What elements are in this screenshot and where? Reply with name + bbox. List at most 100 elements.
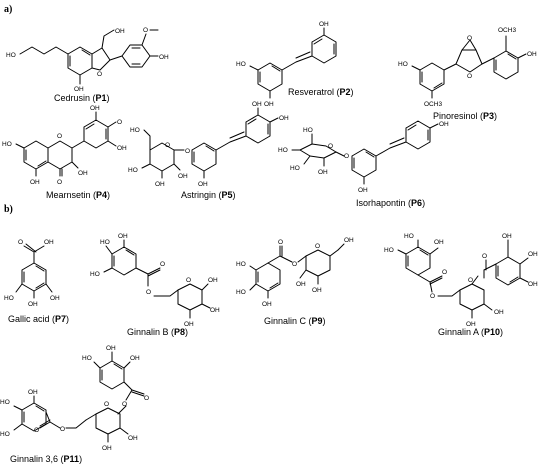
- label-oh: OH: [128, 435, 138, 442]
- structure-cedrusin: HO OH O OH O OH: [6, 27, 169, 93]
- caption-resveratrol: Resveratrol (P2): [288, 87, 354, 97]
- label-oh: OH: [106, 345, 116, 352]
- label-ho: HO: [128, 167, 138, 174]
- label-o: O: [185, 148, 190, 155]
- label-oh: OH: [252, 101, 262, 108]
- label-ho: HO: [100, 239, 110, 246]
- structure-pinoresinol: HO OCH3 O O OCH3 OH: [398, 27, 537, 108]
- label-oh: OH: [358, 187, 368, 194]
- label-oh: OH: [466, 321, 476, 328]
- label-oh: OH: [118, 233, 128, 240]
- label-oh: OH: [155, 181, 165, 188]
- label-oh: OH: [117, 145, 127, 152]
- label-oh: OH: [159, 54, 169, 61]
- label-ho: HO: [290, 165, 300, 172]
- label-oh: OH: [30, 179, 40, 186]
- label-oh: OH: [184, 321, 194, 328]
- structure-isorhapontin: HO HO HO OH O O OH OH: [278, 120, 449, 194]
- label-oh: OH: [102, 445, 112, 452]
- label-oh: OH: [528, 251, 538, 258]
- label-oh: OH: [264, 101, 274, 108]
- structure-ginnalin-a: HO HO OH O O O O OH OH OH OH OH: [384, 233, 538, 328]
- label-o: O: [467, 35, 472, 42]
- caption-ginnalin-3-6: Ginnalin 3,6 (P11): [10, 454, 82, 464]
- caption-mearnsetin: Mearnsetin (P4): [46, 190, 110, 200]
- label-o: O: [34, 427, 39, 434]
- label-ho: HO: [236, 289, 246, 296]
- label-oh: OH: [78, 170, 88, 177]
- caption-astringin: Astringin (P5): [181, 190, 236, 200]
- label-och3: OCH3: [498, 27, 516, 34]
- label-o: O: [160, 261, 165, 268]
- label-ho: HO: [4, 295, 14, 302]
- label-o: O: [143, 27, 148, 34]
- caption-isorhapontin: Isorhapontin (P6): [356, 198, 425, 208]
- label-ho: HO: [2, 141, 12, 148]
- label-o: O: [57, 133, 62, 140]
- label-oh: OH: [527, 51, 537, 58]
- label-oh: OH: [434, 239, 444, 246]
- caption-gallic-acid: Gallic acid (P7): [8, 314, 69, 324]
- label-ho: HO: [130, 127, 140, 134]
- label-ho: HO: [398, 61, 408, 68]
- label-o: O: [344, 153, 349, 160]
- label-oh: OH: [90, 105, 100, 112]
- label-o: O: [117, 119, 122, 126]
- section-label-a: a): [4, 4, 12, 15]
- label-oh: OH: [208, 277, 218, 284]
- label-ho: HO: [6, 52, 16, 59]
- label-o: O: [482, 253, 487, 260]
- label-ho: HO: [236, 61, 246, 68]
- label-oh: OH: [130, 355, 140, 362]
- label-o: O: [467, 73, 472, 80]
- label-ho: HO: [90, 271, 100, 278]
- label-o: O: [104, 401, 109, 408]
- structure-ginnalin-3-6: HO OH OH O O O OH OH O O HO OH HO: [0, 345, 149, 452]
- label-oh: OH: [262, 301, 272, 308]
- section-label-b: b): [4, 204, 13, 215]
- label-oh: OH: [319, 21, 329, 28]
- label-oh: OH: [28, 389, 38, 396]
- structure-resveratrol: HO OH OH: [236, 21, 337, 108]
- label-o: O: [146, 289, 151, 296]
- label-o: O: [442, 269, 447, 276]
- caption-cedrusin: Cedrusin (P1): [54, 93, 110, 103]
- label-ho: HO: [303, 127, 313, 134]
- label-oh: OH: [178, 173, 188, 180]
- label-oh: OH: [115, 28, 125, 35]
- label-o: O: [60, 426, 65, 433]
- label-oh: OH: [494, 309, 504, 316]
- label-oh: OH: [279, 115, 289, 122]
- label-oh: OH: [528, 281, 538, 288]
- label-oh: OH: [439, 121, 449, 128]
- label-ho: HO: [236, 261, 246, 268]
- label-oh: OH: [210, 307, 220, 314]
- label-o: O: [430, 293, 435, 300]
- label-oh: OH: [318, 169, 328, 176]
- structure-ginnalin-c: HO HO OH O O O OH OH OH: [236, 237, 354, 308]
- label-ho: HO: [278, 147, 288, 154]
- label-oh: OH: [74, 86, 84, 93]
- caption-pinoresinol: Pinoresinol (P3): [433, 111, 497, 121]
- label-o: O: [328, 143, 333, 150]
- label-ho: HO: [384, 247, 394, 254]
- label-o: O: [144, 395, 149, 402]
- label-o: O: [57, 179, 62, 186]
- label-ho: HO: [404, 233, 414, 240]
- caption-ginnalin-c: Ginnalin C (P9): [264, 316, 326, 326]
- label-oh: OH: [296, 281, 306, 288]
- label-ho: HO: [0, 431, 10, 438]
- label-o: O: [315, 243, 320, 250]
- structure-mearnsetin: HO OH O O OH OH O OH: [2, 105, 127, 186]
- label-oh: OH: [44, 239, 54, 246]
- label-oh: OH: [344, 237, 354, 244]
- structure-astringin: HO HO OH OH O O OH OH OH: [128, 101, 289, 188]
- label-ho: HO: [0, 399, 10, 406]
- label-och3: OCH3: [424, 101, 442, 108]
- label-o: O: [278, 239, 283, 246]
- label-oh: OH: [312, 287, 322, 294]
- label-ho: HO: [82, 355, 92, 362]
- structure-gallic-acid: O OH HO OH OH: [4, 239, 60, 308]
- label-oh: OH: [502, 233, 512, 240]
